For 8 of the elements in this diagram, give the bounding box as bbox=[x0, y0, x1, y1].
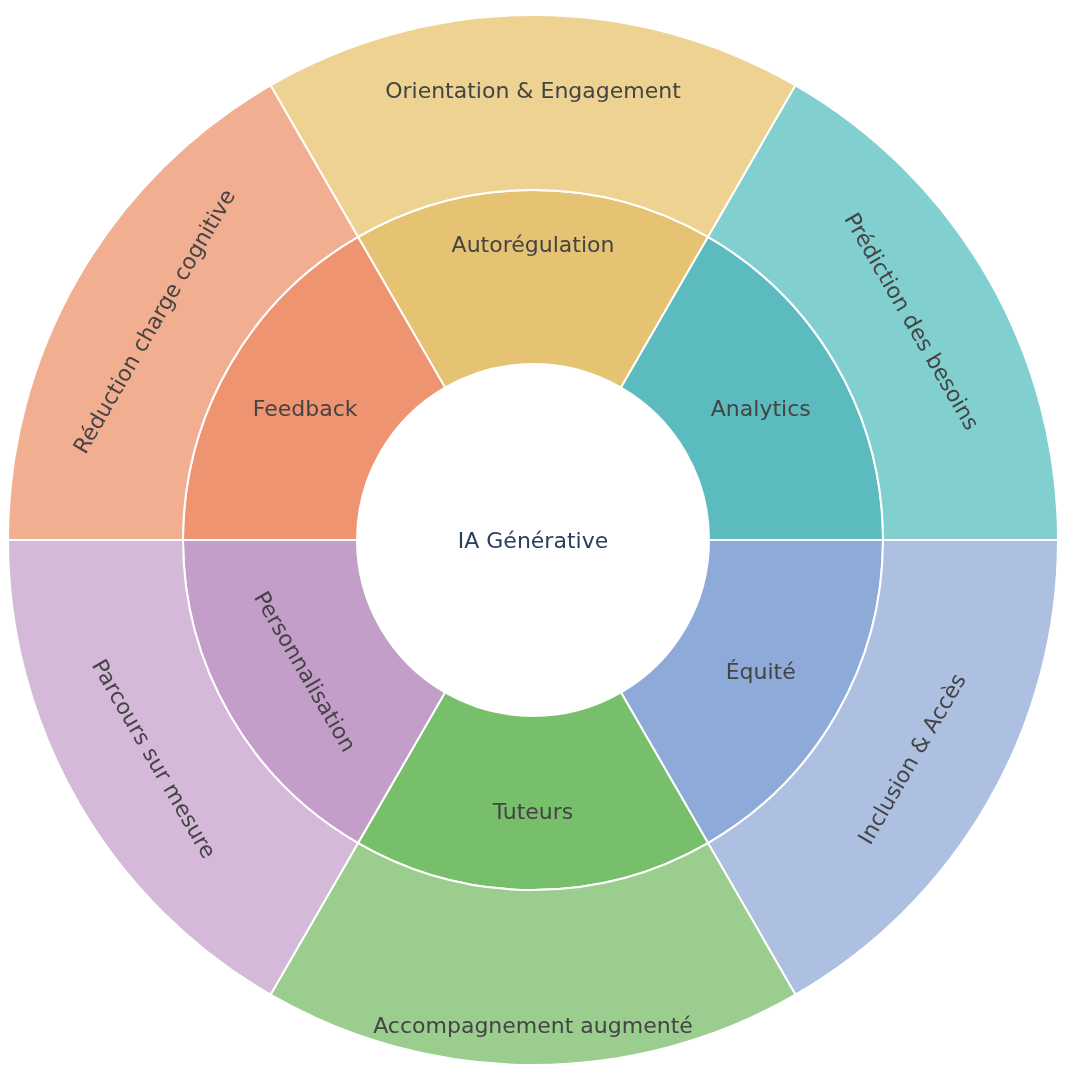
segment-label: Feedback bbox=[252, 396, 358, 421]
segment-label: Orientation & Engagement bbox=[385, 77, 681, 103]
segment-label: Tuteurs bbox=[492, 798, 574, 824]
segment-label: Analytics bbox=[710, 396, 811, 421]
segment-label: Équité bbox=[725, 659, 796, 684]
segment-label: Autorégulation bbox=[451, 231, 615, 257]
segment-label: Accompagnement augmenté bbox=[373, 1012, 693, 1038]
segment-label: IA Générative bbox=[457, 527, 609, 553]
